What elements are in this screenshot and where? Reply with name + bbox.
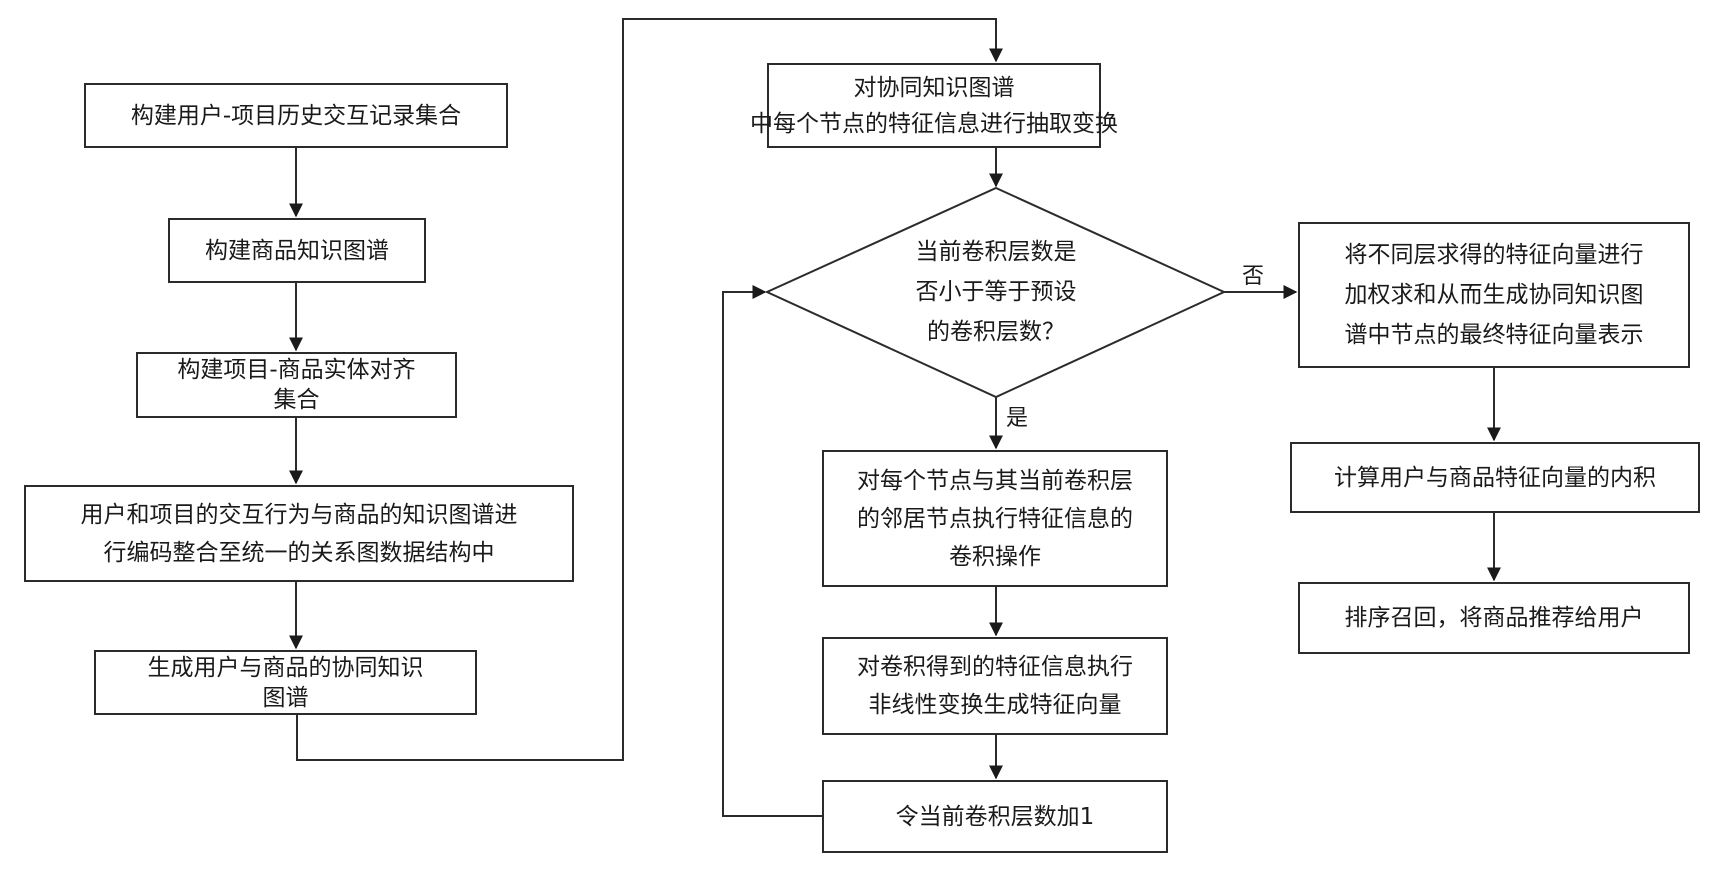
step-text: 构建商品知识图谱 (205, 237, 389, 264)
step-aggregate-layers: 将不同层求得的特征向量进行 加权求和从而生成协同知识图 谱中节点的最终特征向量表… (1298, 222, 1690, 368)
step-text: 行编码整合至统一的关系图数据结构中 (103, 539, 495, 566)
step-rank-recommend: 排序召回，将商品推荐给用户 (1298, 582, 1690, 654)
step-text: 构建用户-项目历史交互记录集合 (130, 102, 462, 129)
step-text: 用户和项目的交互行为与商品的知识图谱进 (80, 501, 518, 528)
step-text: 排序召回，将商品推荐给用户 (1344, 605, 1644, 631)
step-build-interaction-set: 构建用户-项目历史交互记录集合 (84, 83, 508, 148)
yes-label: 是 (1006, 406, 1029, 431)
step-text: 加权求和从而生成协同知识图 (1344, 282, 1644, 308)
step-text: 集合 (273, 387, 320, 413)
step-generate-collab-kg: 生成用户与商品的协同知识 图谱 (94, 650, 477, 715)
arrow-step5-to-extract (296, 18, 1003, 761)
step-text: 的邻居节点执行特征信息的 (857, 505, 1133, 532)
decision-text: 当前卷积层数是 否小于等于预设 的卷积层数？ (876, 232, 1116, 352)
step-nonlinear-transform: 对卷积得到的特征信息执行 非线性变换生成特征向量 (822, 637, 1168, 735)
step-text: 构建项目-商品实体对齐 (177, 357, 416, 383)
step-text: 对协同知识图谱 (853, 74, 1015, 101)
step-text: 谱中节点的最终特征向量表示 (1344, 322, 1644, 348)
step-increment-layer: 令当前卷积层数加1 (822, 780, 1168, 853)
no-label: 否 (1242, 264, 1265, 289)
step-inner-product: 计算用户与商品特征向量的内积 (1290, 442, 1700, 513)
step-text: 图谱 (262, 684, 309, 711)
step-convolve: 对每个节点与其当前卷积层 的邻居节点执行特征信息的 卷积操作 (822, 450, 1168, 587)
step-text: 卷积操作 (949, 543, 1041, 570)
step-text: 生成用户与商品的协同知识 (147, 654, 424, 681)
step-text: 中每个节点的特征信息进行抽取变换 (750, 110, 1118, 137)
step-extract-features: 对协同知识图谱 中每个节点的特征信息进行抽取变换 (750, 63, 1118, 148)
step-build-product-kg: 构建商品知识图谱 (168, 218, 426, 283)
step-encode-integrate: 用户和项目的交互行为与商品的知识图谱进 行编码整合至统一的关系图数据结构中 (24, 485, 574, 582)
step-text: 非线性变换生成特征向量 (868, 692, 1122, 718)
step-text: 计算用户与商品特征向量的内积 (1334, 464, 1656, 491)
decision-line: 的卷积层数？ (927, 319, 1065, 345)
step-text: 对卷积得到的特征信息执行 (857, 654, 1133, 680)
step-build-entity-alignment: 构建项目-商品实体对齐 集合 (136, 352, 457, 418)
decision-line: 否小于等于预设 (915, 279, 1077, 305)
step-text: 将不同层求得的特征向量进行 (1344, 242, 1644, 268)
step-text: 令当前卷积层数加1 (895, 803, 1095, 830)
arrow-loop-back (722, 285, 822, 817)
decision-line: 当前卷积层数是 (915, 239, 1077, 265)
step-text: 对每个节点与其当前卷积层 (857, 467, 1133, 494)
